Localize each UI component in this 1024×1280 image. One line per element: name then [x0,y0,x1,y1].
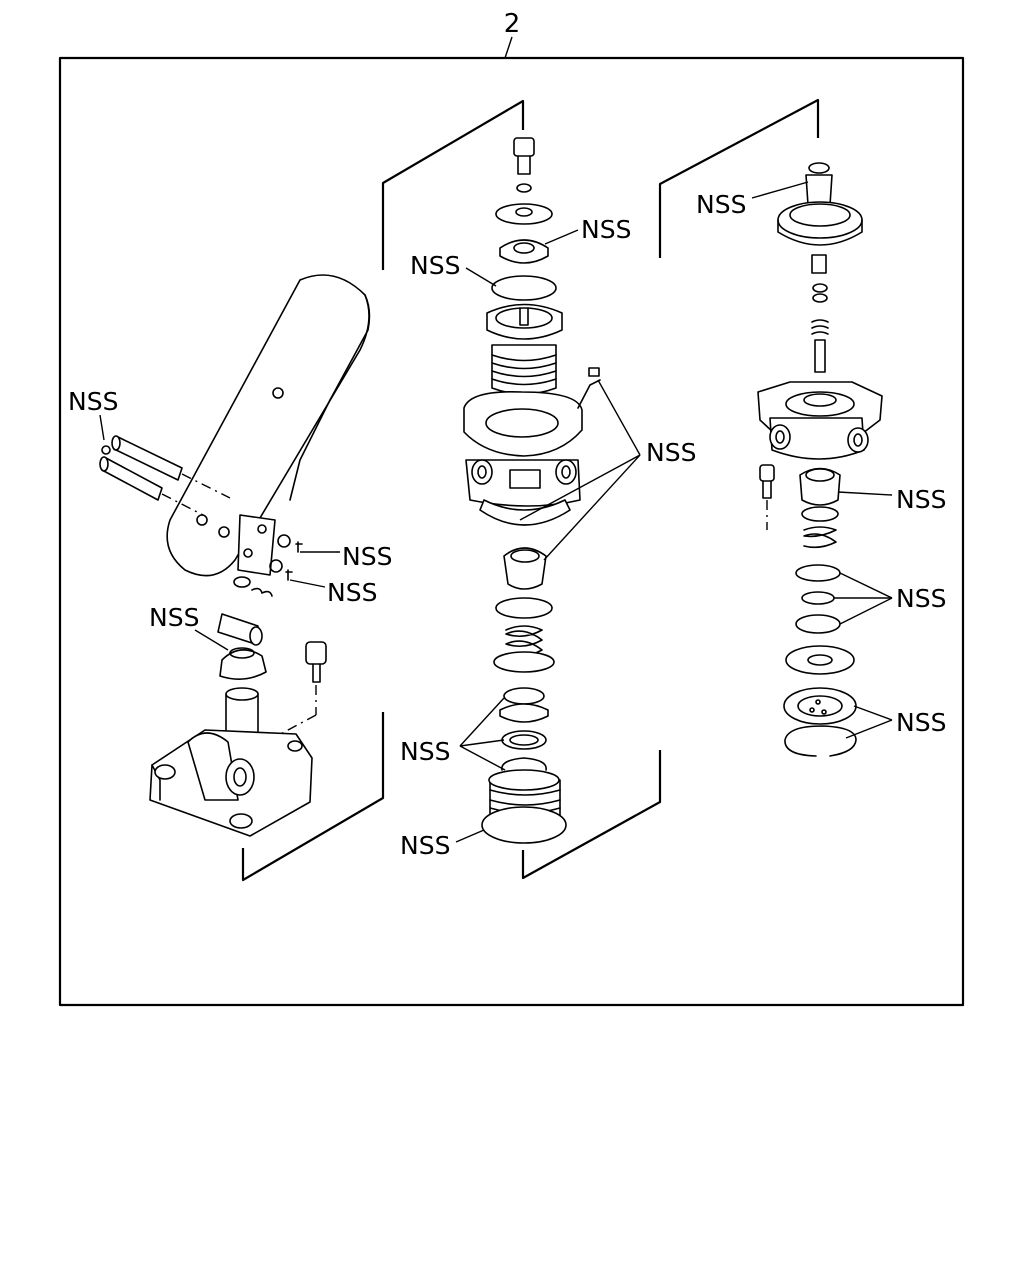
callout-nss-cotter-lower: NSS [327,578,377,607]
guide-sleeve [503,547,547,590]
callout-nss-bottom-cap: NSS [400,831,450,860]
callout-nss-seals: NSS [400,737,450,766]
valve-housing [463,391,583,457]
relay-valve-assembly [658,98,883,757]
item-number-leader [504,36,513,59]
mount-bolt [305,641,327,665]
callout-nss-pedal-pins: NSS [68,387,118,416]
exhaust-cover [783,687,857,725]
callout-nss-diaphragm: NSS [696,190,746,219]
pedal-assembly [99,274,385,882]
callout-nss-exhaust: NSS [896,708,946,737]
callout-nss-seal-cap: NSS [581,215,631,244]
bottom-cap [481,806,567,844]
snap-ring [784,725,857,757]
assembly-frame [58,56,965,1007]
diaphragm-cap [777,201,863,239]
pedal-plate [166,274,370,577]
callout-leaders [99,181,893,843]
callout-nss-o-ring: NSS [410,251,460,280]
return-spring [505,625,543,658]
valve-assembly [381,99,662,880]
callout-nss-housing-parts: NSS [646,438,696,467]
dust-boot [219,649,267,680]
o-ring-upper [491,275,557,301]
callout-nss-boot: NSS [149,603,199,632]
top-bolt [513,137,535,157]
callout-nss-rings: NSS [896,584,946,613]
callout-nss-cotter-upper: NSS [342,542,392,571]
callout-nss-piston: NSS [896,485,946,514]
item-number: 2 [504,9,521,39]
